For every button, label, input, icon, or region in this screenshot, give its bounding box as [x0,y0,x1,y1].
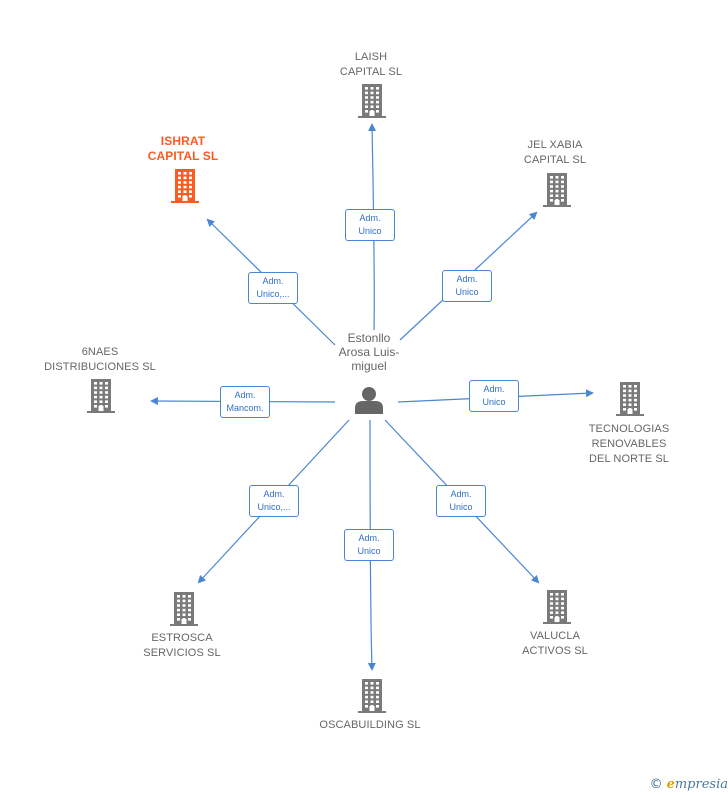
building-icon-6naes[interactable] [87,379,115,413]
role-badge-6naes[interactable]: Adm. Mancom. [220,386,270,418]
role-badge-tecnologias[interactable]: Adm. Unico [469,380,519,412]
edge-laish [368,123,377,331]
building-icon-estrosca[interactable] [170,592,198,626]
brand-initial: e [666,777,675,792]
company-label-valucla[interactable]: VALUCLA ACTIVOS SL [522,630,588,657]
building-icon-oscabuilding[interactable] [358,679,386,713]
brand-text: mpresia [674,777,728,792]
role-badge-oscabuilding[interactable]: Adm. Unico [344,529,394,561]
building-icon-laish[interactable] [358,84,386,118]
role-badge-ishrat[interactable]: Adm. Unico,... [248,272,298,304]
role-badge-estrosca[interactable]: Adm. Unico,... [249,485,299,517]
empresia-logo: ©empresia [650,777,728,792]
building-icon-valucla[interactable] [543,590,571,624]
company-label-oscabuilding[interactable]: OSCABUILDING SL [319,719,421,731]
company-label-jel-xabia[interactable]: JEL XABIA CAPITAL SL [523,139,587,166]
person-icon[interactable] [355,387,383,414]
edge-oscabuilding [367,419,376,671]
building-icon-jel-xabia[interactable] [543,173,571,207]
center-person-label[interactable]: Estonllo Arosa Luis- miguel [338,331,400,373]
company-label-estrosca[interactable]: ESTROSCA SERVICIOS SL [143,632,221,659]
role-badge-jel-xabia[interactable]: Adm. Unico [442,270,492,302]
company-label-tecnologias[interactable]: TECNOLOGIAS RENOVABLES DEL NORTE SL [588,423,670,465]
building-icon-tecnologias[interactable] [616,382,644,416]
company-label-6naes[interactable]: 6NAES DISTRIBUCIONES SL [44,346,156,373]
building-icon-ishrat[interactable] [171,169,199,203]
role-badge-laish[interactable]: Adm. Unico [345,209,395,241]
company-label-laish[interactable]: LAISH CAPITAL SL [339,51,403,78]
role-badge-valucla[interactable]: Adm. Unico [436,485,486,517]
copyright-icon: © [649,777,663,792]
company-label-ishrat[interactable]: ISHRAT CAPITAL SL [147,134,219,163]
